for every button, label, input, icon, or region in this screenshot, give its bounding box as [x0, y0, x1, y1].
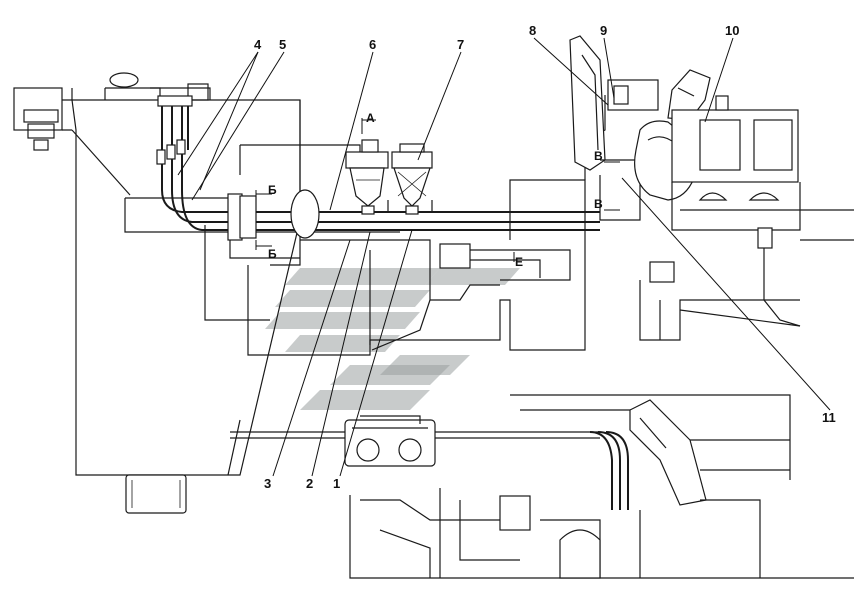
callout-4: 4	[254, 37, 262, 52]
callout-1: 1	[333, 476, 340, 491]
callout-3: 3	[264, 476, 271, 491]
fuel-filters	[345, 139, 433, 215]
leader-lines	[177, 37, 831, 477]
callout-8: 8	[529, 23, 536, 38]
callout-2: 2	[306, 476, 313, 491]
section-label-a: А	[366, 111, 375, 125]
fuel-tank	[13, 72, 301, 514]
callout-11: 11	[822, 410, 836, 425]
callout-9: 9	[600, 23, 607, 38]
callout-5: 5	[279, 37, 286, 52]
engine-right	[569, 35, 854, 341]
callout-10: 10	[725, 23, 739, 38]
lower-engine	[230, 394, 854, 579]
section-label-v-top: В	[594, 149, 603, 163]
engine-block	[247, 95, 606, 356]
callout-6: 6	[369, 37, 376, 52]
section-label-e: Е	[515, 255, 523, 269]
callout-7: 7	[457, 37, 464, 52]
section-label-b-bottom: Б	[268, 247, 277, 261]
section-label-b-top: Б	[268, 183, 277, 197]
section-markers	[255, 118, 620, 262]
section-label-v-bottom: В	[594, 197, 603, 211]
watermark-logo	[265, 268, 520, 410]
